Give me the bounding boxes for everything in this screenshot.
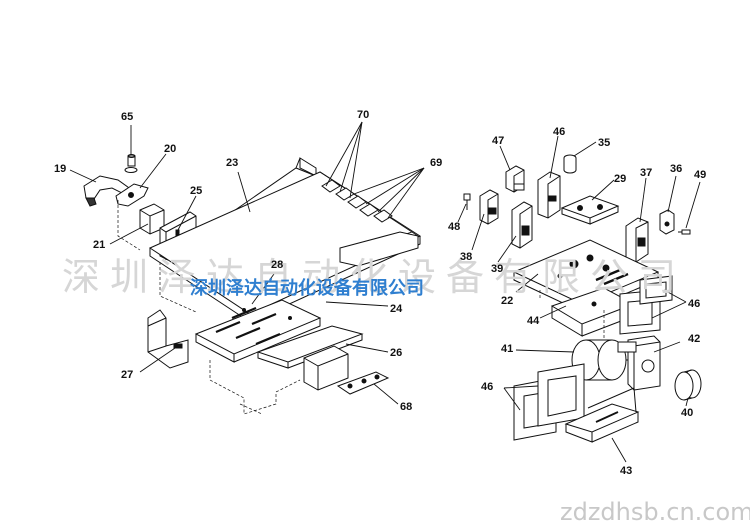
callout-label: 29: [614, 173, 627, 185]
part-27-l-bracket: [147, 309, 189, 369]
callout-label: 69: [430, 157, 443, 169]
part-48-screw: [463, 193, 471, 210]
part-35-cylinder: [563, 154, 577, 174]
part-46-window-plates-right: [619, 275, 673, 335]
callout-label: 26: [390, 347, 403, 359]
callout-label: 19: [54, 163, 67, 175]
callout-label: 22: [501, 295, 514, 307]
callout-label: 41: [501, 343, 514, 355]
part-38-block: [479, 189, 499, 225]
part-47-clamp: [505, 165, 525, 193]
part-49-screw: [678, 229, 691, 235]
part-39-bracket: [511, 201, 533, 249]
callout-label: 23: [226, 157, 239, 169]
leader-lines-left: [69, 121, 425, 405]
callout-label: 35: [598, 137, 611, 149]
dashed-guides-right: [539, 290, 605, 338]
callout-label: 40: [681, 407, 694, 419]
callout-label: 37: [640, 167, 653, 179]
callout-label: 42: [688, 333, 701, 345]
part-40-roller: [674, 369, 702, 401]
callout-label: 47: [492, 135, 505, 147]
callout-label: 70: [357, 109, 370, 121]
callout-label: 46: [481, 381, 494, 393]
part-26-block: [303, 345, 349, 391]
callout-label: 44: [527, 315, 540, 327]
callout-label: 46: [553, 126, 566, 138]
part-28-slotted-plate: [194, 299, 322, 363]
callout-label: 49: [694, 169, 707, 181]
part-43-base-bracket: [564, 387, 640, 443]
callout-label: 46: [688, 298, 701, 310]
callout-label: 28: [271, 259, 284, 271]
part-46-window-plates-left: [513, 363, 585, 441]
callout-label: 68: [400, 401, 413, 413]
callout-label: 48: [448, 221, 461, 233]
part-46-upright: [537, 171, 561, 219]
watermark-gray: 深圳泽达自动化设备有限公司: [62, 255, 687, 299]
callout-label: 65: [121, 111, 134, 123]
part-29-plate: [560, 195, 620, 225]
part-68-spacer: [336, 371, 390, 395]
callout-label: 36: [670, 163, 683, 175]
part-36-clamp: [659, 209, 675, 235]
callout-label: 43: [620, 465, 633, 477]
part-65-screw: [124, 154, 138, 173]
part-19-clamp-lever: [83, 175, 133, 207]
callout-label: 21: [93, 239, 106, 251]
callout-label: 27: [121, 369, 134, 381]
part-69-70-clips: [321, 179, 393, 223]
watermark-blue: 深圳泽达自动化设备有限公司: [190, 278, 424, 299]
dashed-guides: [117, 200, 301, 415]
part-42-motor-mount: [617, 335, 661, 391]
callout-label: 39: [491, 263, 504, 275]
leader-lines-right: [457, 135, 701, 463]
callout-label: 20: [164, 143, 177, 155]
part-24-channel: [339, 231, 419, 267]
watermark-site: zdzdhsb.cn.com: [560, 498, 750, 526]
callout-label: 38: [460, 251, 473, 263]
callout-label: 24: [390, 303, 403, 315]
part-20-knob: [115, 183, 149, 207]
callout-label: 25: [190, 185, 203, 197]
